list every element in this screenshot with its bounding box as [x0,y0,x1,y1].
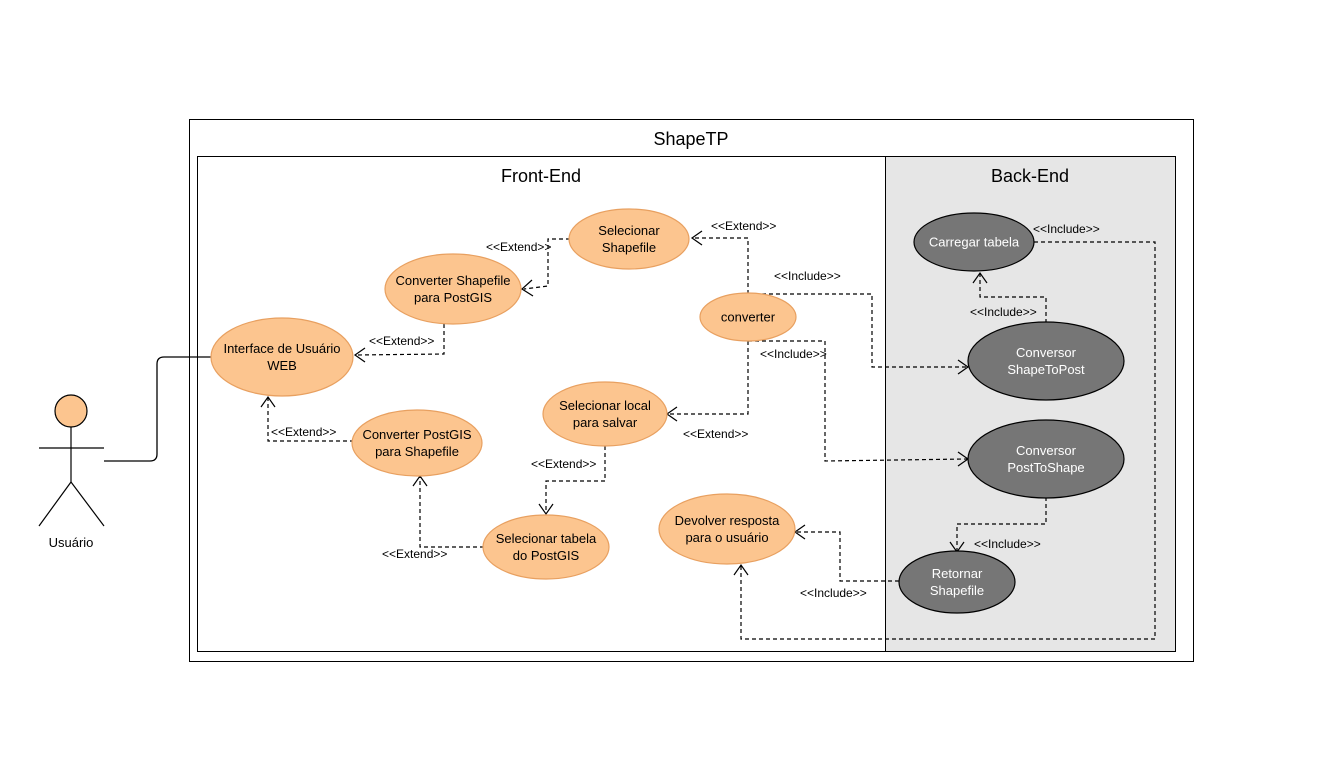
usecase-converter-shp-postgis[interactable]: Converter Shapefile para PostGIS [384,253,522,325]
usecase-label: Converter PostGIS [362,427,471,442]
usecase-label: Devolver resposta [675,513,781,528]
usecase-label: Selecionar local [559,398,651,413]
usecase-label: do PostGIS [513,548,580,563]
usecase-label: Selecionar [598,223,660,238]
usecase-ellipse [898,550,1016,614]
usecase-label: Converter Shapefile [396,273,511,288]
usecase-ellipse [967,419,1125,499]
usecase-label: para Shapefile [375,444,459,459]
label-extend: <<Extend>> [271,425,336,439]
connectors [260,230,1156,640]
usecase-label: Retornar [932,566,983,581]
actor-head [54,394,88,428]
usecase-label: converter [721,310,776,325]
usecase-converter[interactable]: converter [699,292,797,342]
usecase-ellipse [351,409,483,477]
usecase-label: Selecionar tabela [496,531,597,546]
usecase-label: Conversor [1016,345,1077,360]
usecase-converter-postgis-shp[interactable]: Converter PostGIS para Shapefile [351,409,483,477]
usecase-label: para salvar [573,415,638,430]
usecase-label: WEB [267,358,297,373]
usecase-ellipse [482,514,610,580]
label-extend: <<Extend>> [531,457,596,471]
usecase-ellipse [384,253,522,325]
usecase-label: Interface de Usuário [223,341,340,356]
label-extend: <<Extend>> [369,334,434,348]
backend-title: Back-End [991,166,1069,186]
usecase-label: Shapefile [602,240,656,255]
usecase-label: para o usuário [685,530,768,545]
connector-labels: <<Extend>> <<Extend>> <<Extend>> <<Inclu… [271,219,1100,600]
usecase-ellipse [568,208,690,270]
usecase-label: ShapeToPost [1007,362,1085,377]
usecase-selecionar-tabela[interactable]: Selecionar tabela do PostGIS [482,514,610,580]
frontend-title: Front-End [501,166,581,186]
usecase-selecionar-local[interactable]: Selecionar local para salvar [542,381,668,447]
usecase-label: Shapefile [930,583,984,598]
usecase-ellipse [913,212,1035,272]
label-include: <<Include>> [970,305,1037,319]
system-title: ShapeTP [653,129,728,149]
usecase-ellipse [967,321,1125,401]
label-include: <<Include>> [774,269,841,283]
usecase-devolver-resposta[interactable]: Devolver resposta para o usuário [658,493,796,565]
label-include: <<Include>> [1033,222,1100,236]
label-extend: <<Extend>> [683,427,748,441]
label-extend: <<Extend>> [486,240,551,254]
association-actor-interface [104,356,212,462]
usecase-ellipse [658,493,796,565]
usecase-carregar-tabela[interactable]: Carregar tabela [913,212,1035,272]
usecase-ellipse [210,317,354,397]
label-include: <<Include>> [760,347,827,361]
usecase-label: para PostGIS [414,290,492,305]
label-extend: <<Extend>> [711,219,776,233]
actor-usuario[interactable]: Usuário [38,394,105,550]
usecase-label: PostToShape [1007,460,1084,475]
actor-name: Usuário [49,535,94,550]
label-include: <<Include>> [800,586,867,600]
usecase-label: Conversor [1016,443,1077,458]
usecase-label: Carregar tabela [929,235,1020,250]
label-extend: <<Extend>> [382,547,447,561]
usecase-ellipse [542,381,668,447]
label-include: <<Include>> [974,537,1041,551]
usecase-ellipse [699,292,797,342]
